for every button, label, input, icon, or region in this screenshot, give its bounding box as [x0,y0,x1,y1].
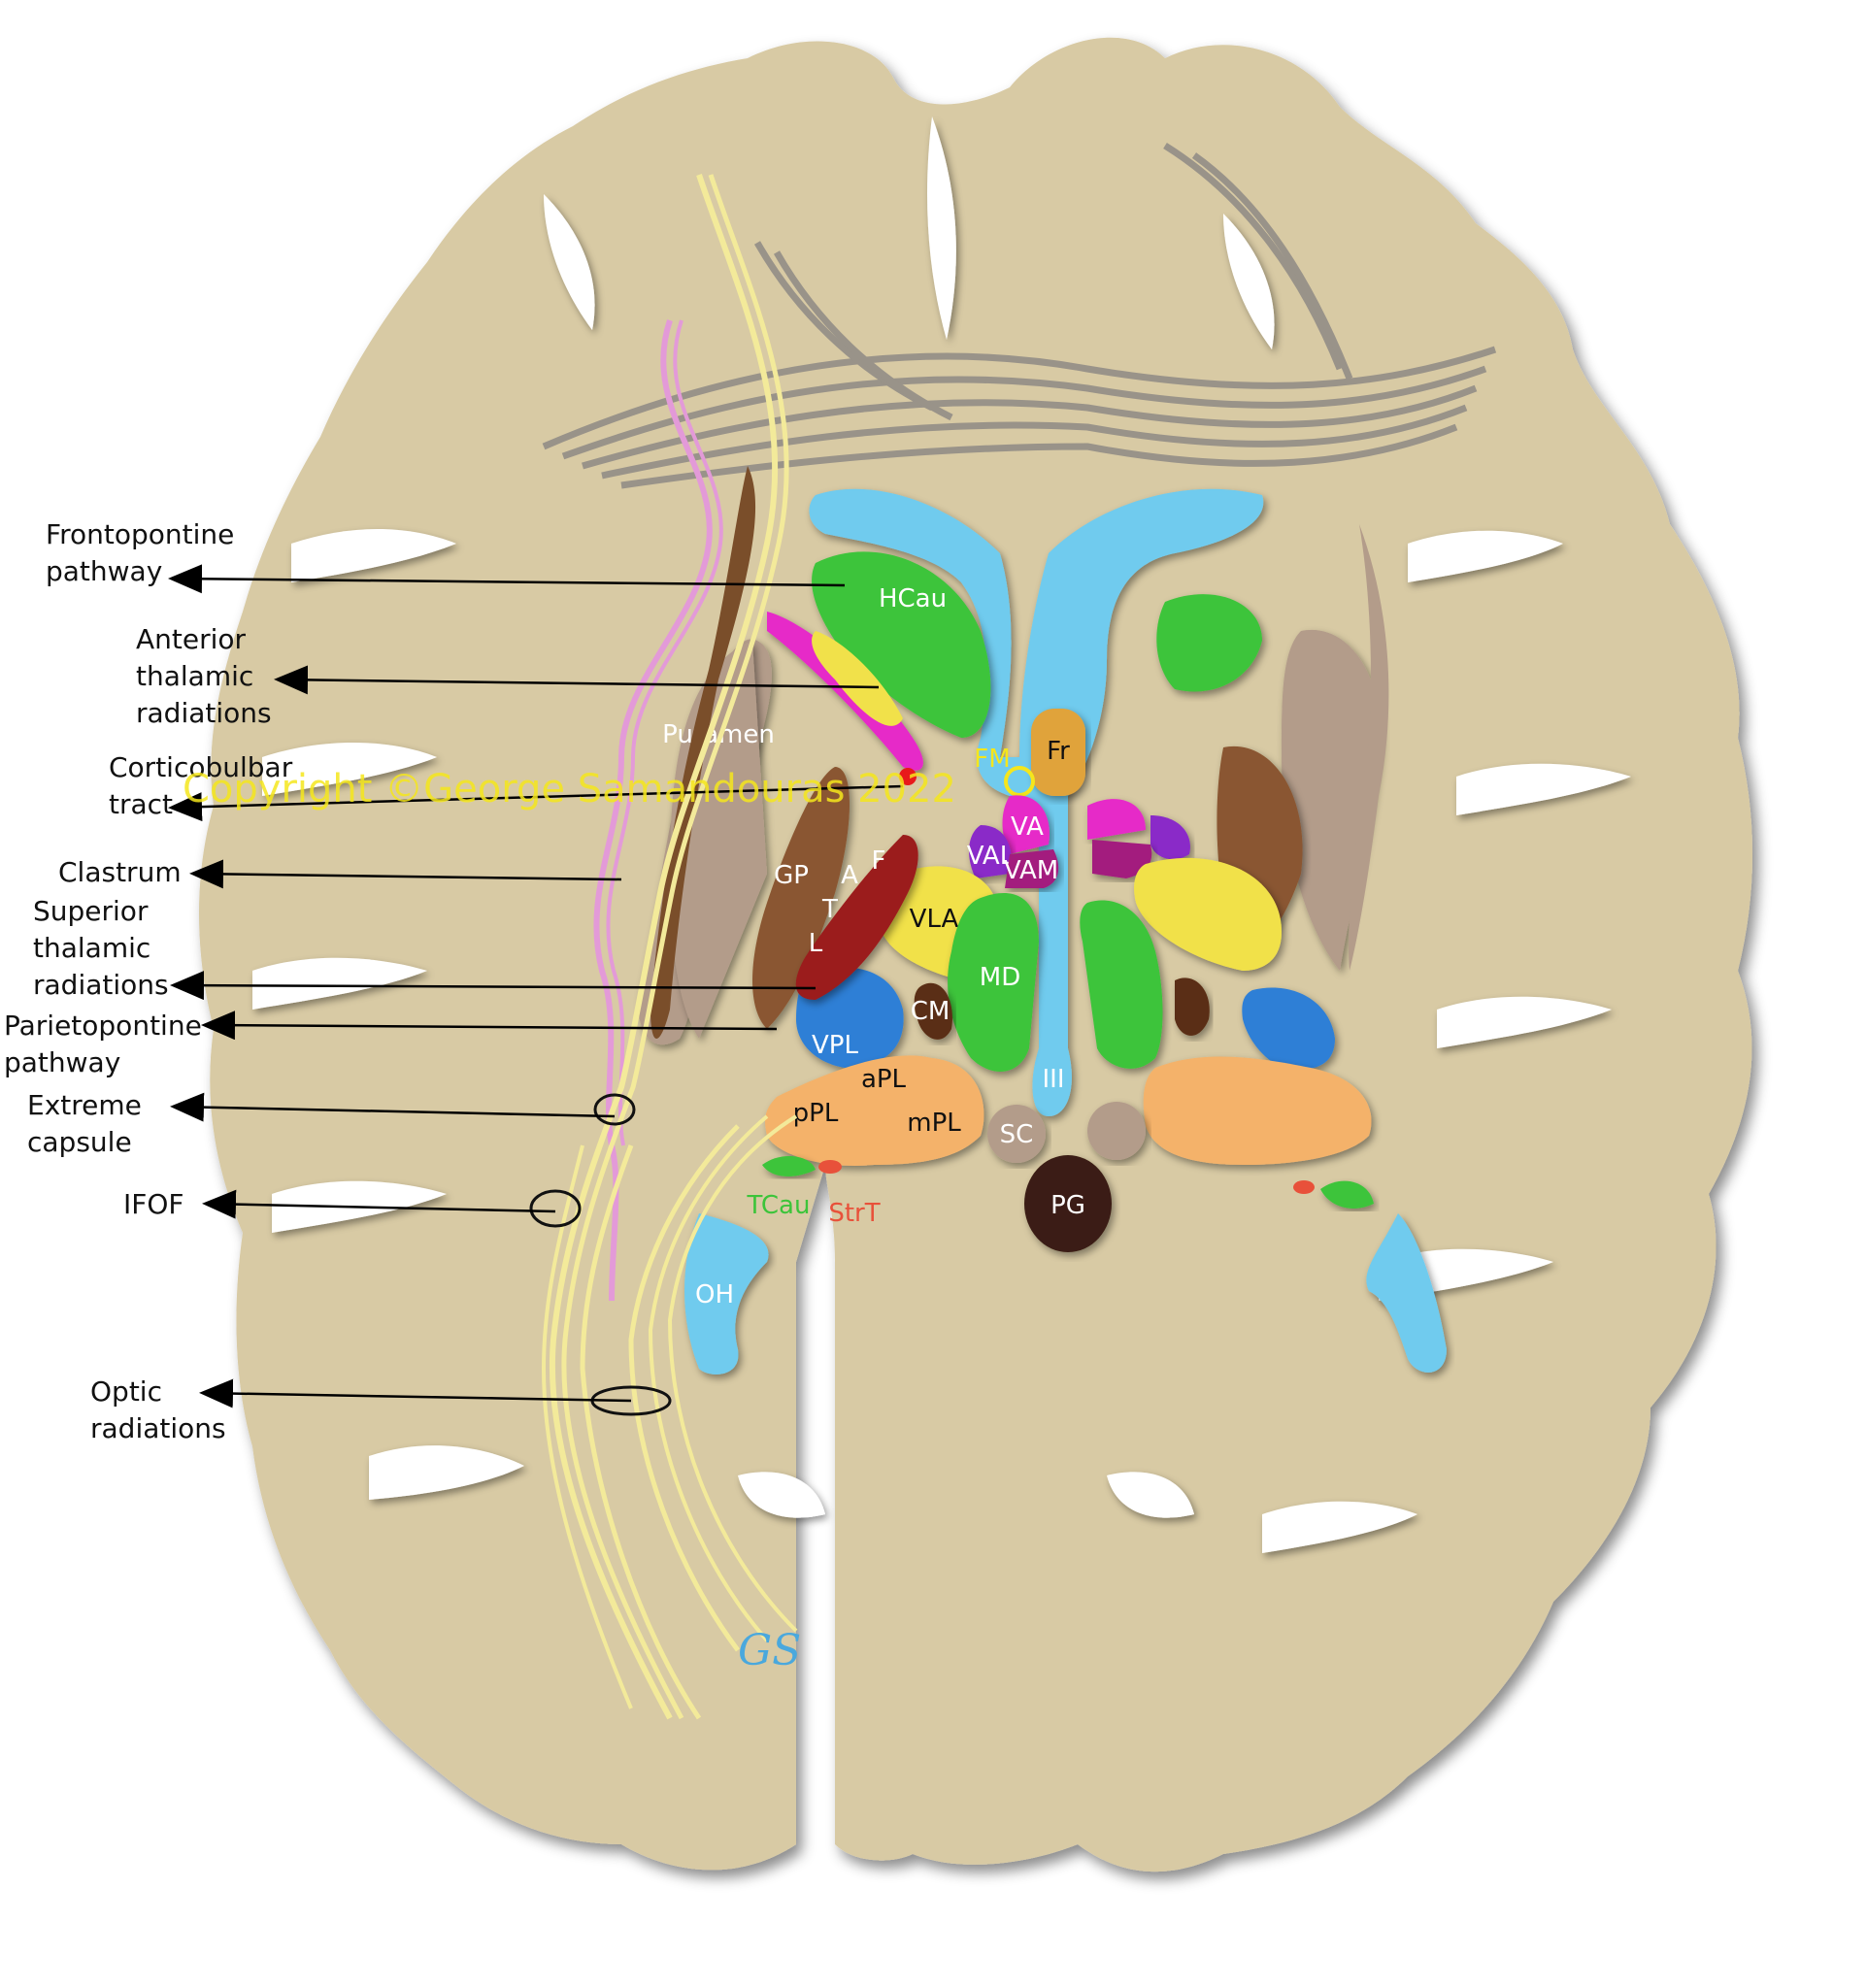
foramen-monro-mark [1004,766,1035,797]
svg-text:radiations: radiations [33,969,169,1001]
svg-text:pathway: pathway [46,555,162,587]
tcau-label: TCau [747,1191,811,1220]
vla-nucleus-right [1134,857,1282,971]
cm-nucleus [914,982,952,1040]
mpl-label: mPL [907,1109,961,1138]
pineal-gland [1024,1155,1112,1252]
callout-optic-radiations: Optic radiations [90,1375,226,1444]
svg-text:Anterior: Anterior [136,623,247,655]
callout-corticobulbar: Corticobulbar tract [109,751,293,820]
svg-text:Frontopontine: Frontopontine [46,518,234,550]
third-ventricle-label: III [1042,1065,1064,1094]
callout-anterior-thalamic: Anterior thalamic radiations [136,623,272,729]
callout-frontopontine: Frontopontine pathway [46,518,234,587]
callout-parietopontine: Parietopontine pathway [4,1010,202,1078]
pg-label: PG [1050,1191,1085,1220]
occipital-horn-left [684,1213,769,1375]
callout-clastrum: Clastrum [58,856,182,888]
anterior-limb-yellow [812,631,903,726]
fr-label: Fr [1047,737,1070,766]
artist-signature: GS [738,1626,801,1675]
pulvinar-right [1143,1056,1372,1165]
strt-label: StrT [828,1199,880,1228]
val-nucleus [969,825,1012,878]
corpus-callosum-fibers [542,143,1497,489]
copyright-watermark: Copyright ©George Samandouras 2022 [183,767,956,812]
callout-arrows [168,564,904,1408]
caudate-head-left [812,551,991,738]
vam-nucleus-right [1092,840,1152,878]
stria-terminalis-right [1293,1180,1315,1194]
caudate-head-right [1156,594,1262,692]
hcau-label: HCau [879,584,947,613]
va-label: VA [1011,812,1044,842]
vpl-nucleus-right [1242,987,1335,1070]
claustrum-right [1349,524,1389,971]
superior-colliculus-left [987,1105,1046,1163]
svg-text:capsule: capsule [27,1126,132,1158]
md-nucleus-right [1080,900,1163,1069]
svg-text:tract: tract [109,788,173,820]
globus-pallidus-left [752,767,850,1029]
ppl-label: pPL [793,1099,839,1128]
t-label: T [821,895,838,924]
vla-label: VLA [910,905,959,934]
svg-text:Superior: Superior [33,895,149,927]
apl-label: aPL [861,1065,907,1094]
stria-terminalis-left [818,1160,842,1174]
svg-text:pathway: pathway [4,1046,120,1078]
caudate-tail-right [1320,1180,1374,1209]
cm-nucleus-right [1175,977,1210,1036]
internal-capsule-posterior-limb [795,835,918,1000]
svg-text:thalamic: thalamic [136,660,253,692]
a-label: A [841,861,858,890]
svg-text:radiations: radiations [90,1412,226,1444]
oh-label: OH [695,1280,734,1309]
svg-text:Clastrum: Clastrum [58,856,182,888]
fiber-tracts [541,174,798,1720]
vam-label: VAM [1004,856,1058,885]
svg-text:Corticobulbar: Corticobulbar [109,751,293,783]
vam-nucleus [1005,849,1059,888]
occipital-horn-right [1366,1213,1447,1373]
svg-text:Parietopontine: Parietopontine [4,1010,202,1042]
svg-text:IFOF: IFOF [123,1188,184,1220]
pulvinar-left [765,1055,984,1166]
ifof-marker [529,1189,582,1228]
superior-colliculus-right [1087,1102,1146,1160]
callout-ifof: IFOF [123,1188,184,1220]
corticobulbar-marker [899,768,917,785]
gp-label: GP [774,861,809,890]
f-label: F [872,846,886,876]
svg-text:thalamic: thalamic [33,932,150,964]
fm-label: FM [974,745,1010,774]
caudate-tail-left [762,1155,816,1176]
sc-label: SC [1000,1120,1034,1149]
l-label: L [809,929,823,958]
extreme-capsule-marker [593,1093,636,1126]
va-nucleus-right [1087,799,1146,840]
callout-superior-thalamic: Superior thalamic radiations [33,895,169,1001]
vpl-label: VPL [812,1031,858,1060]
md-label: MD [980,963,1020,992]
va-nucleus [1002,795,1050,854]
svg-text:Extreme: Extreme [27,1089,142,1121]
val-nucleus-right [1150,815,1190,860]
val-label: VAL [967,842,1015,871]
callout-extreme-capsule: Extreme capsule [27,1089,142,1158]
svg-text:Optic: Optic [90,1375,162,1408]
svg-text:radiations: radiations [136,697,272,729]
fornix [1031,709,1085,796]
md-nucleus [948,893,1039,1072]
cm-label: CM [911,997,950,1026]
